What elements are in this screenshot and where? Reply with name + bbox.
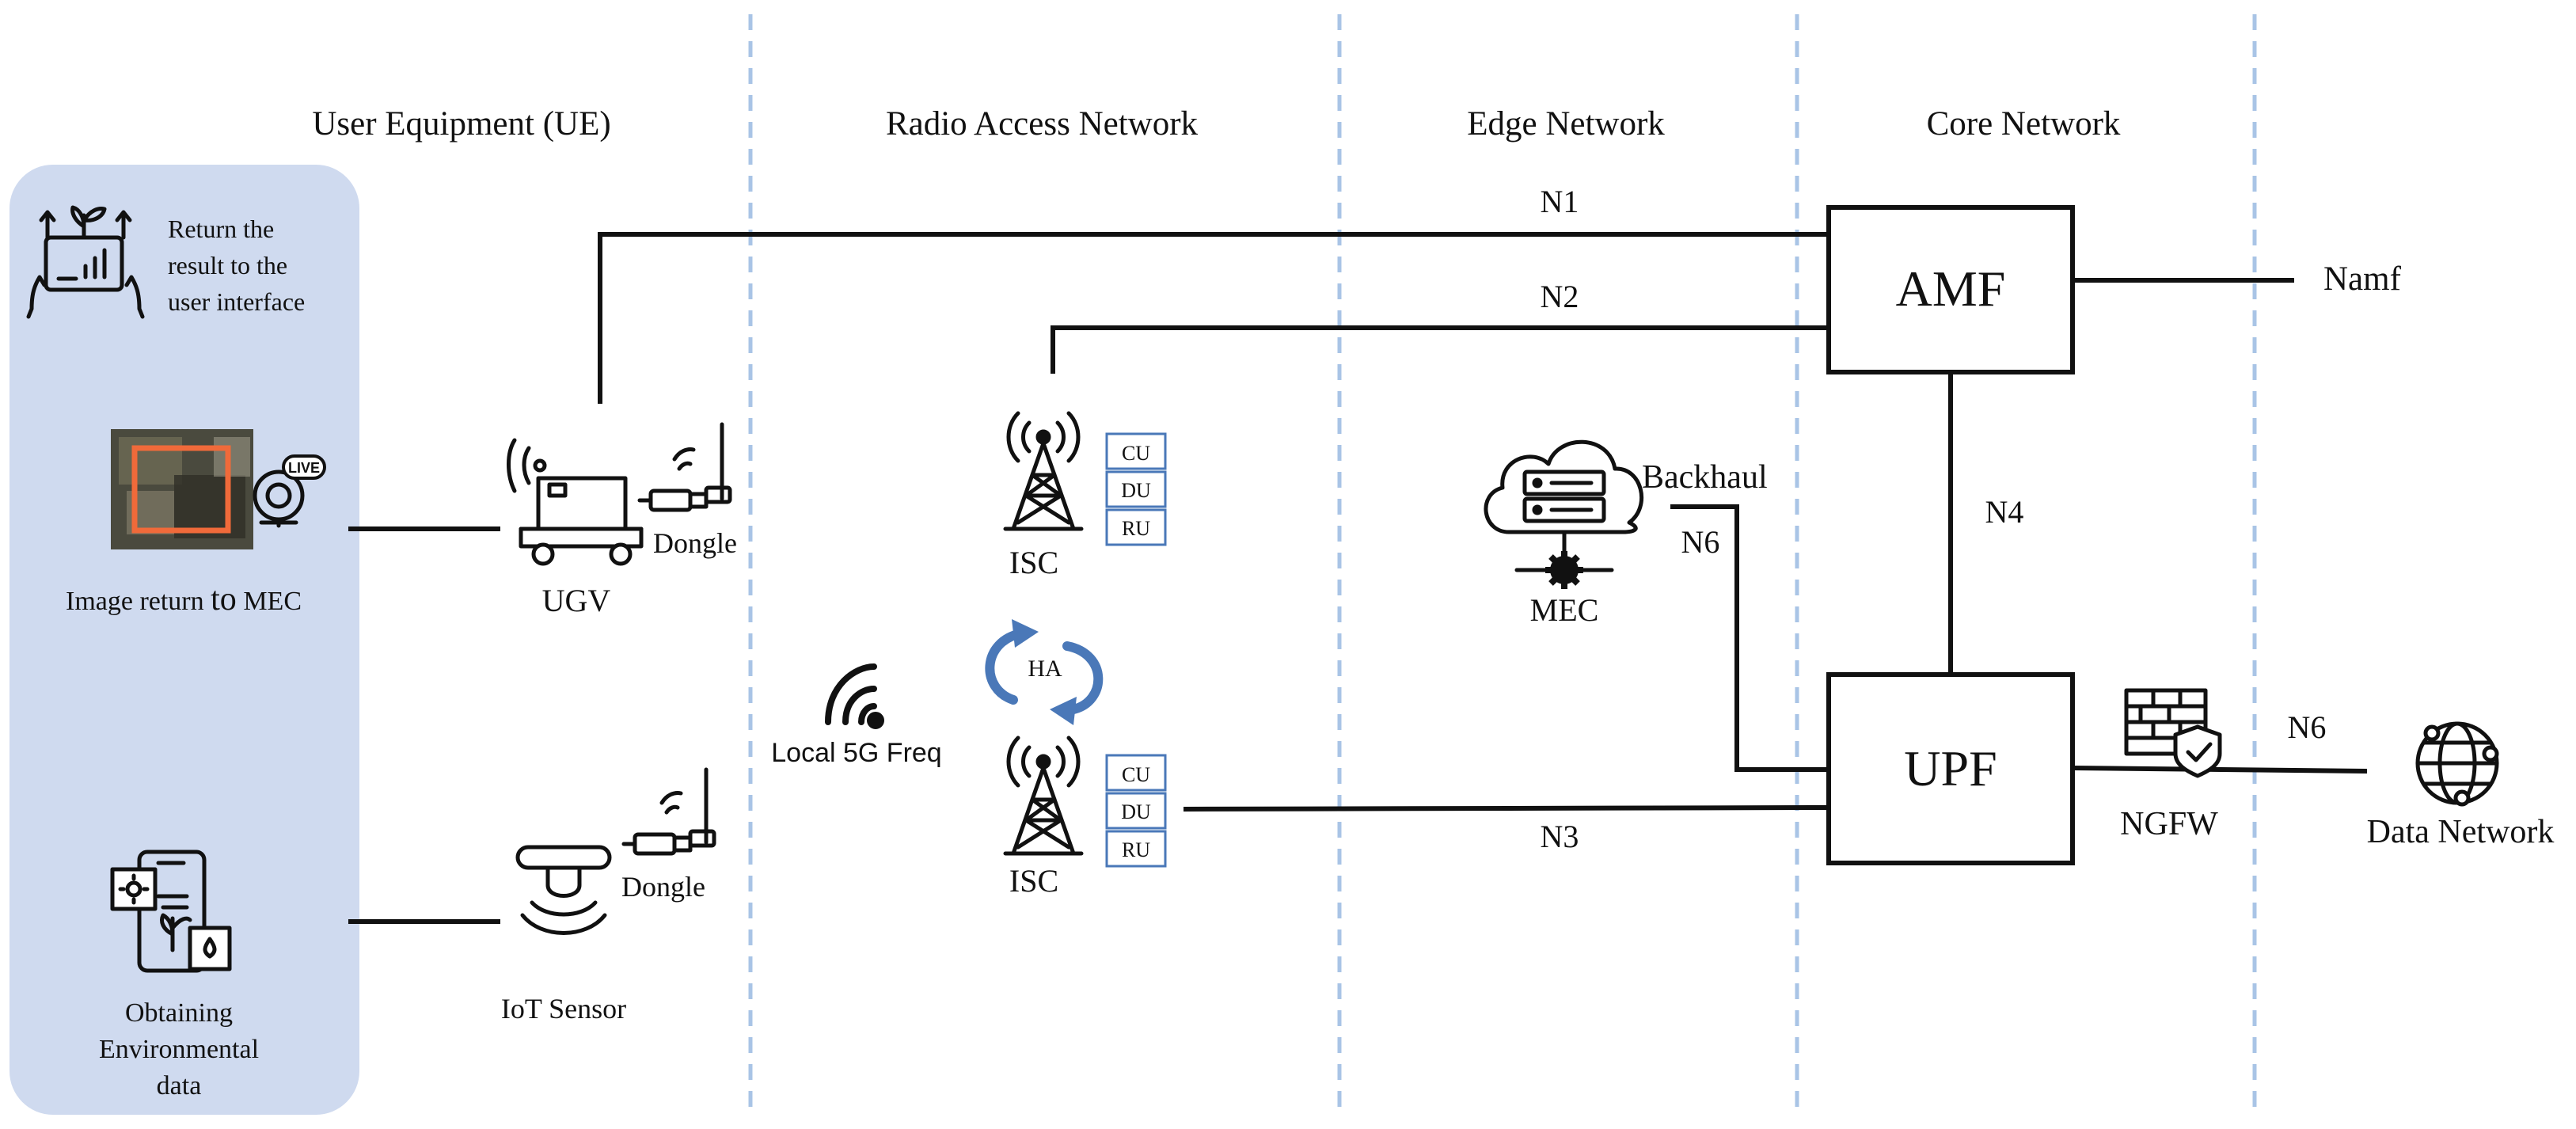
label-namf: Namf (2323, 260, 2402, 298)
ran-stack-bottom: CU DU RU (1105, 754, 1167, 868)
section-ran-title: Radio Access Network (886, 105, 1199, 143)
user-interface-icon (26, 205, 145, 319)
iot-sensor-icon (515, 845, 612, 935)
cu-label-top: CU (1122, 442, 1150, 465)
camera-image (111, 429, 253, 549)
amf-box (1826, 205, 2075, 374)
ru-label-bottom: RU (1122, 838, 1150, 861)
environment-phone-icon (110, 850, 232, 973)
label-n4: N4 (1985, 494, 2024, 530)
amf-label: AMF (1896, 260, 2006, 317)
iot-sensor-label: IoT Sensor (501, 993, 626, 1024)
backhaul-label: Backhaul (1642, 459, 1768, 496)
section-edge-title: Edge Network (1467, 105, 1665, 143)
gear-icon (1545, 551, 1583, 589)
data-network-label: Data Network (2367, 814, 2555, 850)
mec-label: MEC (1530, 592, 1599, 628)
dongle-icon-bottom (621, 767, 716, 856)
section-core-title: Core Network (1927, 105, 2121, 143)
image-return-label: Image return to MEC (66, 581, 302, 618)
du-label-bottom: DU (1121, 800, 1151, 823)
label-n2: N2 (1541, 279, 1579, 314)
cu-label-bottom: CU (1122, 763, 1150, 786)
label-n6-data: N6 (2288, 709, 2327, 745)
label-n6-backhaul: N6 (1681, 524, 1720, 560)
return-result-line-2: result to the (168, 251, 287, 279)
ran-stack-top: CU DU RU (1105, 432, 1167, 546)
upf-box (1826, 672, 2075, 865)
globe-icon (2415, 721, 2499, 807)
link-n3 (1183, 805, 1829, 812)
svg-text:LIVE: LIVE (288, 460, 320, 476)
link-n1 (598, 232, 1829, 404)
ngfw-label: NGFW (2120, 806, 2218, 842)
live-camera-icon: LIVE (253, 454, 326, 528)
ugv-label: UGV (542, 583, 611, 618)
obtaining-line-2: Environmental (99, 1035, 259, 1064)
wifi-icon (825, 663, 884, 729)
isc-label-bottom: ISC (1009, 863, 1058, 899)
dongle-label-top: Dongle (653, 527, 737, 559)
ha-cycle-icon (985, 619, 1104, 725)
cell-tower-icon-bottom (1003, 736, 1084, 856)
du-label-top: DU (1121, 479, 1151, 502)
local-5g-label: Local 5G Freq (771, 738, 941, 768)
label-n1: N1 (1541, 184, 1579, 219)
ue-panel (9, 165, 359, 1115)
return-result-line-1: Return the (168, 215, 274, 243)
ru-label-top: RU (1122, 517, 1150, 540)
link-n6-data (2072, 766, 2368, 774)
upf-label: UPF (1904, 740, 1997, 796)
ugv-icon (507, 438, 644, 566)
firewall-icon (2124, 688, 2222, 778)
image-detection-frame (131, 445, 231, 534)
link-n2 (1051, 325, 1829, 374)
link-backhaul-n6 (1670, 504, 1829, 772)
obtaining-line-3: data (157, 1071, 202, 1100)
ha-label: HA (1028, 656, 1062, 682)
isc-label-top: ISC (1009, 545, 1058, 580)
mec-cloud-icon (1484, 439, 1644, 572)
cell-tower-icon-top (1003, 411, 1084, 531)
dongle-label-bottom: Dongle (621, 871, 705, 903)
return-result-line-3: user interface (168, 287, 305, 316)
obtaining-line-1: Obtaining (125, 998, 233, 1028)
section-ue-title: User Equipment (UE) (312, 105, 610, 143)
label-n3: N3 (1541, 819, 1579, 854)
dongle-icon-top (637, 422, 732, 512)
